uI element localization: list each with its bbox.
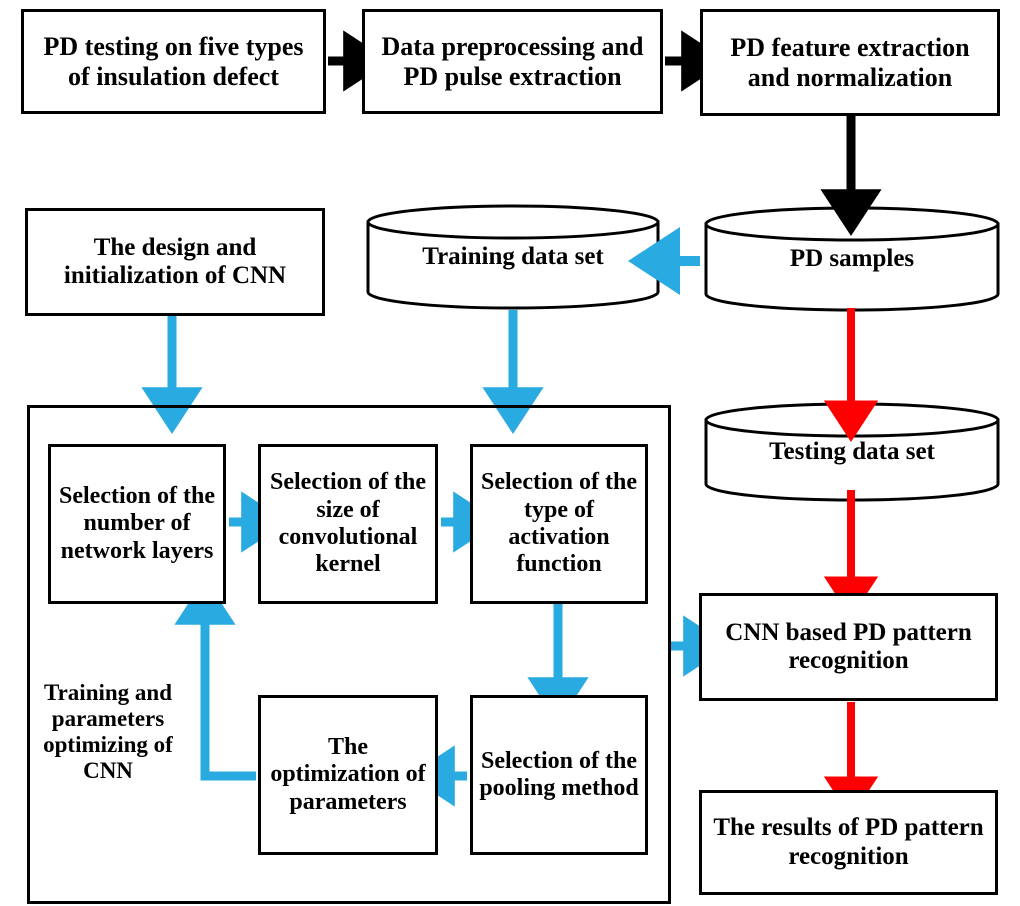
node-feature-extraction-label: PD feature extraction and normalization [730,32,970,92]
node-data-preprocessing[interactable]: Data preprocessing and PD pulse extracti… [362,9,663,114]
node-results-pd-pattern-recognition[interactable]: The results of PD pattern recognition [699,790,998,895]
label-training-parameters-optimizing-text: Training and parameters optimizing of CN… [43,679,173,784]
cylinder-training-data-set-shape [366,204,660,310]
node-design-init-cnn[interactable]: The design and initialization of CNN [25,208,325,316]
node-selection-kernel-size[interactable]: Selection of the size of convolutional k… [258,444,438,604]
cylinder-testing-data-set-shape [704,402,1000,502]
node-training-data-set-label: Training data set [422,242,604,270]
node-selection-activation[interactable]: Selection of the type of activation func… [470,444,648,604]
node-pd-testing-label: PD testing on five types of insulation d… [43,31,304,91]
node-selection-activation-label: Selection of the type of activation func… [481,469,637,578]
node-testing-data-set-label: Testing data set [769,437,935,465]
node-design-init-cnn-label: The design and initialization of CNN [63,233,287,290]
arrow-optimization-to-layers [174,578,256,781]
node-testing-data-set[interactable]: Testing data set [706,404,998,500]
node-selection-pooling-method-label: Selection of the pooling method [479,747,639,801]
node-cnn-pattern-recognition-label: CNN based PD pattern recognition [725,618,972,675]
node-cnn-pattern-recognition[interactable]: CNN based PD pattern recognition [699,593,998,701]
node-pd-testing[interactable]: PD testing on five types of insulation d… [21,9,326,114]
cnn-design-group-container [27,405,671,904]
node-pd-samples-label: PD samples [789,244,915,272]
node-training-data-set[interactable]: Training data set [368,206,658,308]
node-feature-extraction[interactable]: PD feature extraction and normalization [700,9,1000,116]
node-optimization-of-parameters-label: The optimization of parameters [270,733,426,815]
node-selection-number-layers-label: Selection of the number of network layer… [59,482,215,564]
label-training-parameters-optimizing: Training and parameters optimizing of CN… [33,670,183,794]
node-pd-samples[interactable]: PD samples [706,208,998,310]
node-selection-number-layers[interactable]: Selection of the number of network layer… [48,444,226,604]
node-results-pd-pattern-recognition-label: The results of PD pattern recognition [713,814,984,870]
node-data-preprocessing-label: Data preprocessing and PD pulse extracti… [381,31,644,91]
node-optimization-of-parameters[interactable]: The optimization of parameters [258,695,438,855]
node-selection-pooling-method[interactable]: Selection of the pooling method [470,695,648,855]
node-selection-kernel-size-label: Selection of the size of convolutional k… [270,469,426,578]
